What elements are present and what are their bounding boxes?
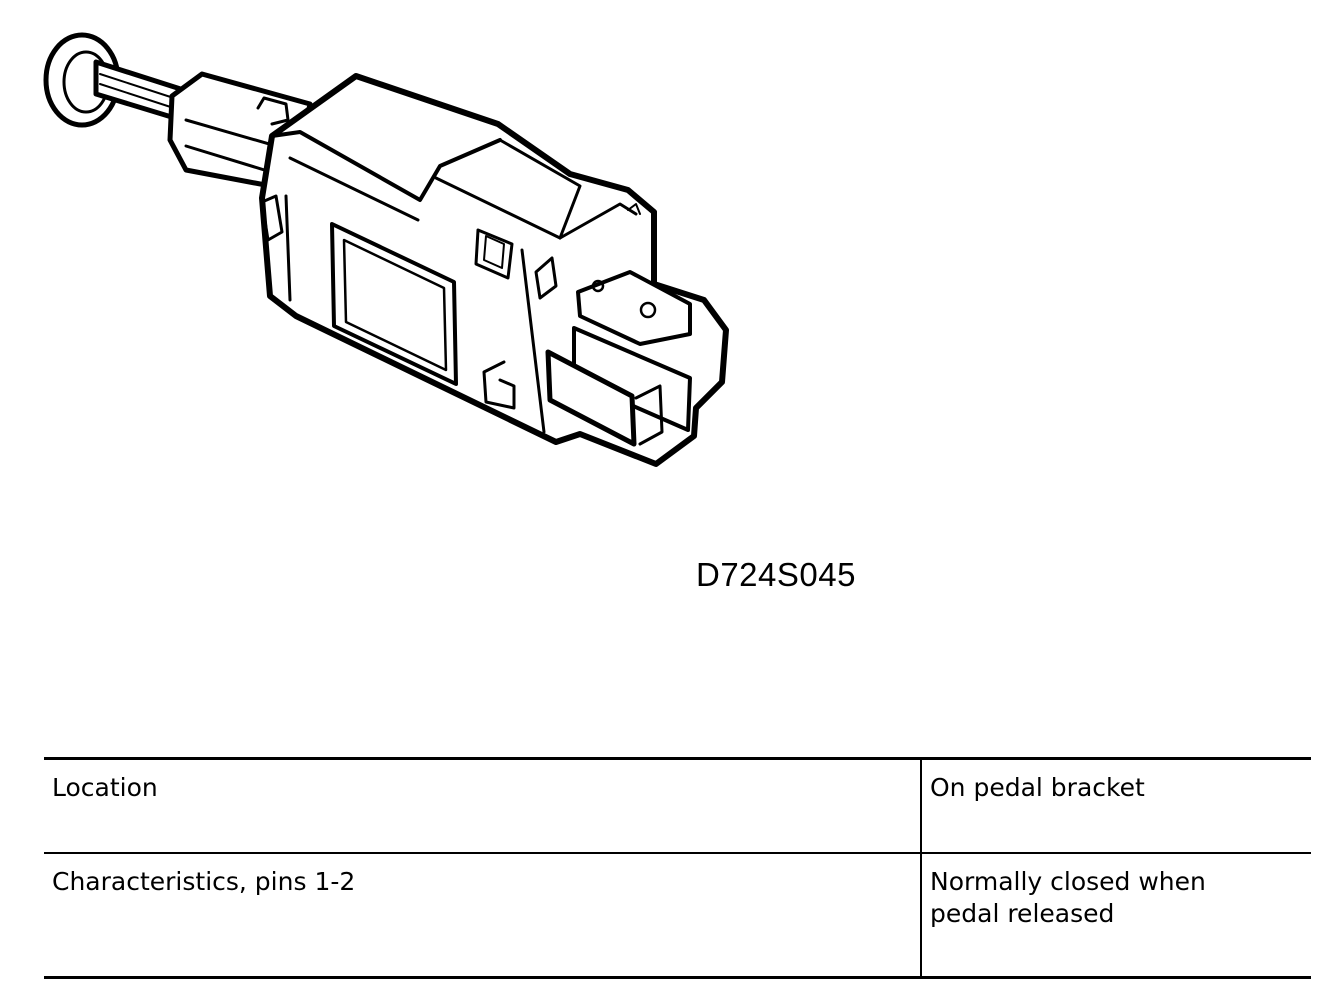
figure-code: D724S045 [696,556,856,593]
spec-table: Location On pedal bracket Characteristic… [44,757,1311,979]
location-label: Location [44,758,922,853]
table-row: Characteristics, pins 1-2 Normally close… [44,852,1311,978]
characteristics-value: Normally closed when pedal released [921,852,1311,978]
characteristics-label: Characteristics, pins 1-2 [44,852,922,978]
table-row: Location On pedal bracket [44,758,1311,853]
pedal-switch-illustration [43,32,729,467]
location-value: On pedal bracket [930,773,1145,802]
